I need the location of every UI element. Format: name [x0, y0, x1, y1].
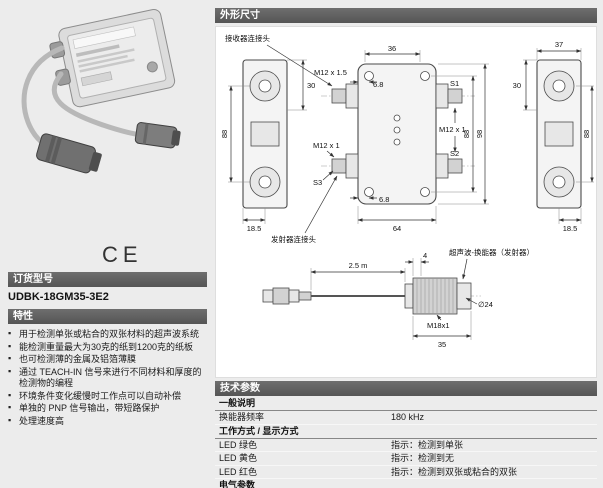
spec-value: 180 kHz [391, 412, 425, 422]
bullet-icon [8, 328, 11, 340]
dim-6-8-bottom: 6.8 [379, 195, 389, 204]
dim-88-right: 88 [582, 130, 591, 138]
spec-row-led-red: LED 红色 指示：检测到双张或粘合的双张 [215, 466, 597, 479]
feature-text: 通过 TEACH-IN 信号来进行不同材料和厚度的检测物的编程 [19, 366, 202, 389]
dim-35: 35 [438, 340, 446, 349]
features-list: 用于检测单张或粘合的双张材料的超声波系统 能检测重量最大为30克的纸到1200克… [8, 329, 209, 428]
feature-text: 也可检测薄的金属及铝箔薄膜 [19, 354, 137, 364]
bullet-icon [8, 366, 11, 378]
bullet-icon [8, 402, 11, 414]
receiver-connector [331, 88, 347, 104]
feature-item: 处理速度高 [8, 416, 209, 428]
dim-cable-length: 2.5 m [349, 261, 368, 270]
dim-88-center: 88 [462, 130, 471, 138]
features-section-header: 特性 [8, 309, 207, 324]
spec-label: 换能器频率 [219, 412, 265, 422]
model-number: UDBK-18GM35-3E2 [8, 291, 109, 303]
transmitter-connector-label: 发射器连接头 [271, 234, 316, 244]
receiver-connector-label: 接收器连接头 [225, 33, 270, 43]
bullet-icon [8, 341, 11, 353]
s3-connector [331, 158, 347, 174]
right-bracket-view: 37 30 88 18.5 [513, 40, 594, 233]
dim-36: 36 [388, 44, 396, 53]
tech-section-header: 技术参数 [215, 381, 597, 396]
feature-text: 环境条件变化缓慢时工作点可以自动补偿 [19, 390, 182, 401]
label-m18x1: M18x1 [427, 321, 450, 330]
spec-section-mode: 工作方式 / 显示方式 [215, 425, 597, 439]
transducer-face [456, 282, 472, 310]
dim-4: 4 [423, 251, 427, 260]
feature-text: 处理速度高 [19, 415, 65, 426]
spec-value: 指示：检测到单张 [391, 439, 464, 450]
s2-connector [447, 158, 463, 174]
spec-row-led-yellow: LED 黄色 指示：检测到无 [215, 452, 597, 466]
spec-row-frequency: 换能器频率 180 kHz [215, 411, 597, 425]
label-s1: S1 [450, 79, 459, 88]
dim-6-8-top: 6.8 [373, 80, 383, 89]
spec-row-led-green: LED 绿色 指示：检测到单张 [215, 439, 597, 452]
cable-2 [51, 71, 145, 138]
spec-table: 一般说明 换能器频率 180 kHz 工作方式 / 显示方式 LED 绿色 指示… [215, 397, 597, 488]
dim-64: 64 [393, 224, 401, 233]
dim-18-5-right: 18.5 [563, 224, 578, 233]
feature-item: 通过 TEACH-IN 信号来进行不同材料和厚度的检测物的编程 [8, 367, 209, 390]
transducer-thread [412, 277, 458, 315]
spec-section-electrical: 电气参数 [215, 479, 597, 488]
spec-value: 指示：检测到双张或粘合的双张 [391, 466, 518, 477]
feature-item: 用于检测单张或粘合的双张材料的超声波系统 [8, 329, 209, 341]
feature-item: 能检测重量最大为30克的纸到1200克的纸板 [8, 342, 209, 354]
dim-98: 98 [475, 130, 484, 138]
dim-88-left: 88 [220, 130, 229, 138]
dim-30-right: 30 [513, 81, 521, 90]
product-photo [8, 4, 208, 242]
label-m12x1-left: M12 x 1 [313, 141, 340, 150]
left-bracket-view: 30 88 18.5 [220, 59, 315, 233]
spec-value: 指示：检测到无 [391, 453, 455, 463]
dimensions-section-header: 外形尺寸 [215, 8, 597, 23]
feature-text: 用于检测单张或粘合的双张材料的超声波系统 [19, 329, 200, 339]
cylindrical-sensor-small [134, 122, 181, 149]
transducer-view: 2.5 m 4 ∅24 M18x1 35 超声波-换能器（发射器） [262, 247, 534, 349]
dim-24: ∅24 [478, 300, 493, 309]
feature-item: 环境条件变化缓慢时工作点可以自动补偿 [8, 391, 209, 403]
ce-mark: CE [102, 242, 143, 267]
bullet-icon [8, 353, 11, 365]
feature-text: 单独的 PNP 信号输出，带短路保护 [19, 403, 160, 413]
bullet-icon [8, 390, 11, 402]
spec-label: LED 黄色 [219, 453, 258, 463]
front-view: 接收器连接头 M12 x 1.5 36 6.8 S1 S2 S3 M12 x 1… [225, 33, 489, 244]
cylindrical-sensor-large [36, 133, 102, 174]
feature-item: 也可检测薄的金属及铝箔薄膜 [8, 354, 209, 366]
order-section-header: 订货型号 [8, 272, 207, 287]
product-photo-illustration [21, 8, 181, 174]
label-s3: S3 [313, 178, 322, 187]
feature-item: 单独的 PNP 信号输出，带短路保护 [8, 403, 209, 415]
label-s2: S2 [450, 149, 459, 158]
s1-connector [447, 88, 463, 104]
label-m12x1-right: M12 x 1 [439, 125, 466, 134]
spec-label: LED 绿色 [219, 439, 258, 450]
dimension-drawing-svg: 30 88 18.5 [220, 33, 594, 349]
dim-30-left: 30 [307, 81, 315, 90]
dimension-drawing: 30 88 18.5 [215, 26, 597, 378]
transducer-label: 超声波-换能器（发射器） [449, 247, 534, 257]
feature-text: 能检测重量最大为30克的纸到1200克的纸板 [19, 341, 194, 352]
sensor-control-box [49, 8, 176, 108]
dim-37: 37 [555, 40, 563, 49]
spec-section-general: 一般说明 [215, 397, 597, 411]
dim-18-5-left: 18.5 [247, 224, 262, 233]
bullet-icon [8, 415, 11, 427]
label-m12x1-5: M12 x 1.5 [314, 68, 347, 77]
cable-connector [272, 287, 290, 305]
spec-label: LED 红色 [219, 466, 258, 477]
